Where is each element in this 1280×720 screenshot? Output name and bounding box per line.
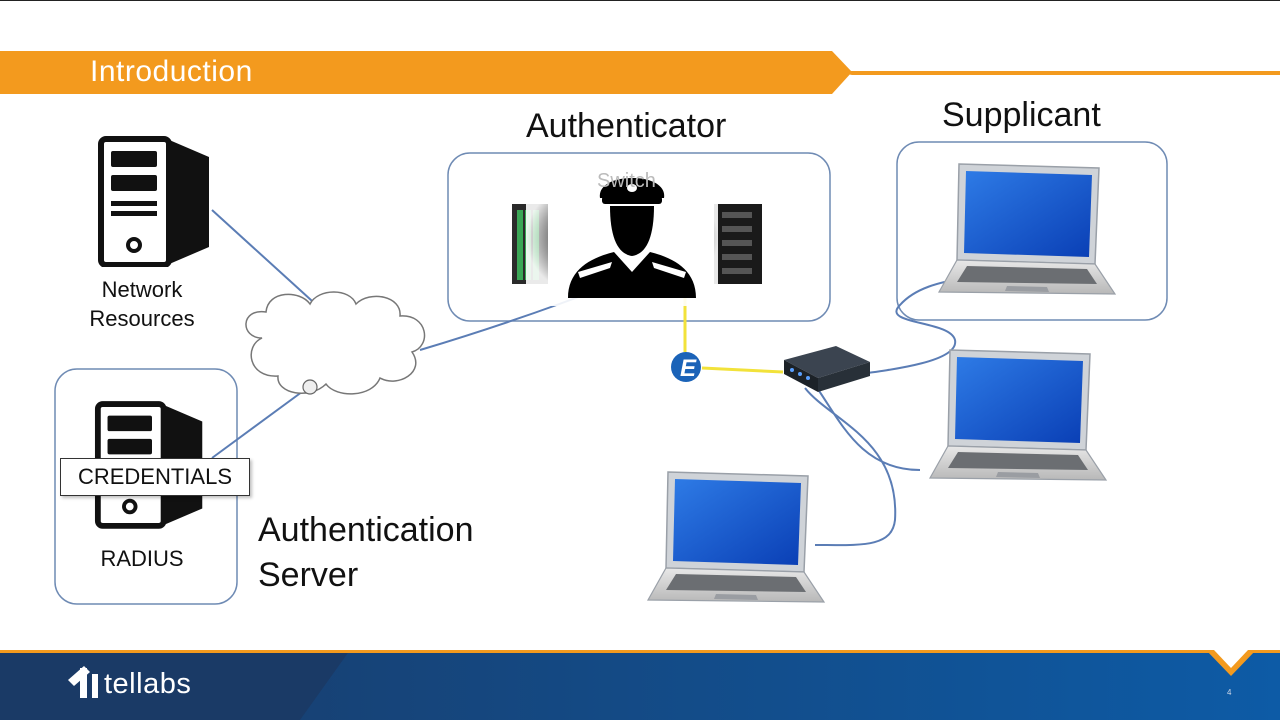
tellabs-logo-text: tellabs xyxy=(104,668,192,700)
title-banner xyxy=(0,51,1280,94)
cloud-icon xyxy=(245,291,426,395)
footer-bar xyxy=(0,650,1280,720)
server-icon xyxy=(101,139,209,265)
laptop-icon-2 xyxy=(929,349,1107,481)
laptop-icon-1 xyxy=(938,163,1116,295)
authentication-server-line2: Server xyxy=(258,556,359,594)
authenticator-box xyxy=(447,152,831,322)
supplicant-label: Supplicant xyxy=(942,96,1101,134)
yellow-link xyxy=(683,298,784,374)
laptop-icon-3 xyxy=(647,471,825,603)
authentication-server-line1: Authentication xyxy=(258,511,474,549)
authentication-server-label: Authentication Server xyxy=(258,508,474,598)
network-resources-line2: Resources xyxy=(89,306,195,331)
supplicant-box xyxy=(896,141,1168,321)
radius-label: RADIUS xyxy=(100,546,184,571)
network-resources-line1: Network xyxy=(101,277,183,302)
ethernet-badge-icon: E xyxy=(671,352,701,382)
slide-title: Introduction xyxy=(90,55,253,88)
police-officer-icon xyxy=(568,178,696,298)
credentials-badge: CREDENTIALS xyxy=(60,458,250,496)
page-number: 4 xyxy=(1227,688,1232,697)
top-border xyxy=(0,0,1280,1)
hub-icon xyxy=(784,346,870,392)
switch-label: Switch xyxy=(597,170,656,192)
connection-lines xyxy=(211,209,966,547)
svg-text:E: E xyxy=(680,355,697,382)
network-resources-label: Network Resources xyxy=(62,275,222,333)
authenticator-label: Authenticator xyxy=(526,107,727,145)
tellabs-logo-icon xyxy=(68,666,98,698)
